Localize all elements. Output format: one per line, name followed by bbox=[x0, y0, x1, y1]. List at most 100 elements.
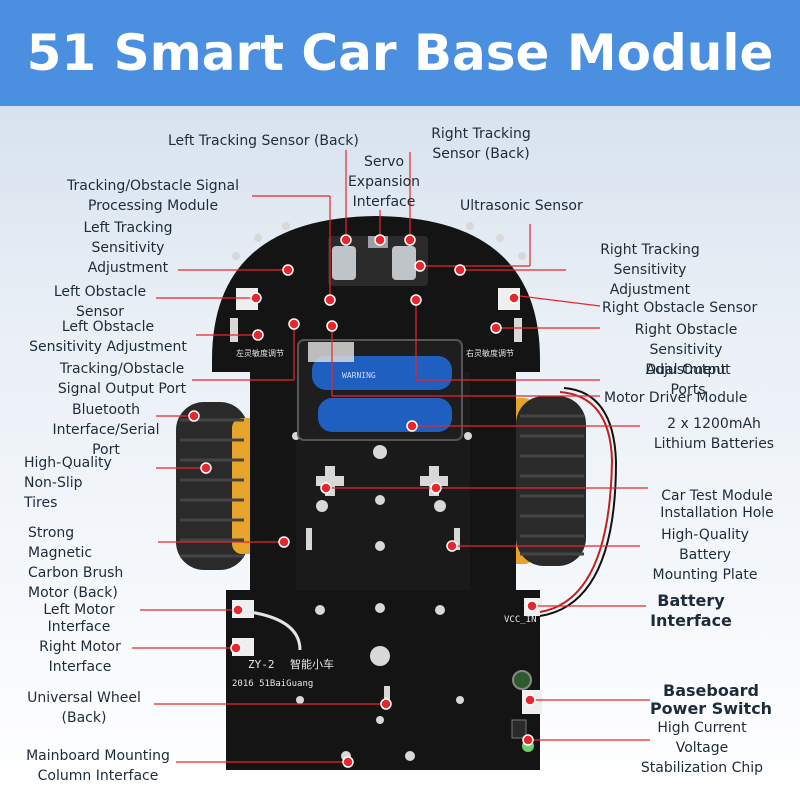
label-line: Voltage bbox=[675, 740, 729, 756]
label-line: (Back) bbox=[61, 710, 107, 726]
label-line: Power Switch bbox=[649, 699, 773, 718]
label-left-tracking-back: Left Tracking Sensor (Back) bbox=[168, 133, 359, 149]
label-tracking-module: Tracking/Obstacle Signal Processing Modu… bbox=[50, 176, 256, 216]
right-wheel bbox=[508, 396, 586, 566]
label-line: Carbon Brush bbox=[28, 565, 124, 581]
label-motor: Strong Magnetic Carbon Brush Motor (Back… bbox=[28, 523, 123, 603]
label-left-obstacle: Left Obstacle Sensor bbox=[44, 282, 156, 322]
battery-wire-black bbox=[539, 387, 618, 617]
label-line: Sensitivity Adjustment bbox=[29, 339, 187, 355]
label-line: Signal Output Port bbox=[57, 381, 187, 397]
label-line: Sensor (Back) bbox=[432, 146, 530, 162]
label-line: Left Obstacle bbox=[53, 284, 147, 300]
title-banner: 51 Smart Car Base Module bbox=[0, 0, 800, 106]
label-line: Installation Hole bbox=[660, 505, 774, 521]
label-line: Left Motor bbox=[43, 602, 115, 618]
board-vcc: VCC_IN bbox=[504, 615, 537, 625]
label-battery-interface: Battery Interface bbox=[648, 591, 734, 631]
label-line: Right Obstacle bbox=[634, 322, 738, 338]
board-right-adj: 右灵敏度调节 bbox=[466, 348, 514, 358]
label-line: Left Obstacle bbox=[61, 319, 155, 335]
board-silkscreen: ZY-2 智能小车 2016 51BaiGuang VCC_IN 左灵敏度调节 … bbox=[232, 348, 537, 689]
motor-wire bbox=[249, 610, 302, 651]
label-servo-interface: Servo Expansion Interface bbox=[338, 152, 430, 212]
label-line: Sensor bbox=[76, 304, 124, 320]
label-line: Strong bbox=[28, 525, 75, 541]
battery-wire bbox=[539, 391, 614, 613]
label-line: Tracking/Obstacle bbox=[59, 361, 185, 377]
label-line: Stabilization Chip bbox=[640, 760, 764, 776]
battery-pack bbox=[297, 339, 463, 441]
label-bluetooth: Bluetooth Interface/Serial Port bbox=[42, 400, 170, 460]
label-line: Sensitivity bbox=[649, 342, 723, 358]
board-name: 智能小车 bbox=[290, 657, 334, 671]
leader-lines bbox=[132, 150, 650, 763]
label-signal-output: Tracking/Obstacle Signal Output Port bbox=[48, 359, 196, 399]
label-left-tracking-adj: Left Tracking Sensitivity Adjustment bbox=[70, 218, 186, 278]
label-dual-output: Dual Output Ports bbox=[600, 360, 776, 400]
label-line: Mounting Plate bbox=[652, 567, 758, 583]
label-mounting-column: Mainboard Mounting Column Interface bbox=[14, 746, 182, 786]
label-line: Sensitivity bbox=[91, 240, 165, 256]
label-line: Mainboard Mounting bbox=[26, 748, 170, 764]
label-line: Right Tracking bbox=[431, 126, 531, 142]
label-power-switch: Baseboard Power Switch bbox=[644, 682, 778, 718]
label-line: Motor (Back) bbox=[28, 585, 118, 601]
label-right-obstacle: Right Obstacle Sensor bbox=[602, 300, 758, 316]
label-line: Port bbox=[92, 442, 120, 458]
label-line: Sensitivity bbox=[613, 262, 687, 278]
label-left-motor: Left Motor Interface bbox=[30, 602, 128, 636]
callout-markers bbox=[188, 234, 538, 768]
label-line: Adjustment bbox=[87, 260, 169, 276]
label-line: Interface bbox=[352, 194, 416, 210]
label-motor-driver: Motor Driver Module bbox=[604, 390, 748, 406]
label-test-module: Car Test Module Installation Hole bbox=[648, 488, 786, 522]
label-line: Interface bbox=[650, 611, 732, 630]
label-left-obstacle-adj: Left Obstacle Sensitivity Adjustment bbox=[18, 317, 198, 357]
label-regulator-chip: High Current Voltage Stabilization Chip bbox=[630, 718, 774, 778]
label-line: High-Quality bbox=[24, 455, 112, 471]
label-line: Tires bbox=[24, 495, 58, 511]
label-line: Ports bbox=[670, 382, 706, 398]
label-line: Battery bbox=[657, 591, 725, 610]
label-line: Left Tracking bbox=[83, 220, 173, 236]
label-line: Non-Slip bbox=[24, 475, 83, 491]
label-line: Interface/Serial bbox=[52, 422, 160, 438]
label-line: Processing Module bbox=[87, 198, 219, 214]
label-line: Baseboard bbox=[663, 681, 759, 700]
label-line: Dual Output bbox=[645, 362, 731, 378]
label-line: Interface bbox=[48, 659, 112, 675]
board-left-adj: 左灵敏度调节 bbox=[236, 348, 284, 358]
label-line: High Current bbox=[657, 720, 747, 736]
label-line: High-Quality bbox=[661, 527, 749, 543]
label-line: Adjustment bbox=[645, 362, 727, 378]
label-line: Car Test Module bbox=[661, 488, 773, 504]
label-line: Column Interface bbox=[37, 768, 159, 784]
label-ultrasonic: Ultrasonic Sensor bbox=[460, 198, 583, 214]
label-line: Interface bbox=[47, 619, 111, 635]
label-line: 2 x 1200mAh bbox=[667, 416, 761, 432]
label-line: Right Tracking bbox=[600, 242, 700, 258]
label-line: Servo bbox=[363, 154, 405, 170]
label-line: Tracking/Obstacle Signal bbox=[67, 178, 239, 194]
label-line: Right Motor bbox=[39, 639, 121, 655]
label-line: Universal Wheel bbox=[27, 690, 141, 706]
label-line: Bluetooth bbox=[72, 402, 140, 418]
label-universal-wheel: Universal Wheel (Back) bbox=[18, 688, 150, 728]
label-right-obstacle-adj: Right Obstacle Sensitivity Adjustment bbox=[624, 320, 748, 380]
page-title: 51 Smart Car Base Module bbox=[26, 24, 774, 82]
label-mounting-plate: High-Quality Battery Mounting Plate bbox=[640, 525, 770, 585]
board-year: 2016 51BaiGuang bbox=[232, 679, 313, 689]
board-model: ZY-2 bbox=[248, 658, 275, 671]
label-tires: High-Quality Non-Slip Tires bbox=[24, 453, 112, 513]
label-batteries: 2 x 1200mAh Lithium Batteries bbox=[644, 414, 784, 454]
label-right-tracking-back: Right Tracking Sensor (Back) bbox=[420, 124, 542, 164]
label-line: Battery bbox=[679, 547, 731, 563]
label-right-motor: Right Motor Interface bbox=[28, 637, 132, 677]
label-line: Expansion bbox=[347, 174, 421, 190]
label-line: Adjustment bbox=[609, 282, 691, 298]
label-line: Magnetic bbox=[28, 545, 93, 561]
left-wheel bbox=[176, 402, 258, 570]
label-line: Lithium Batteries bbox=[653, 436, 775, 452]
